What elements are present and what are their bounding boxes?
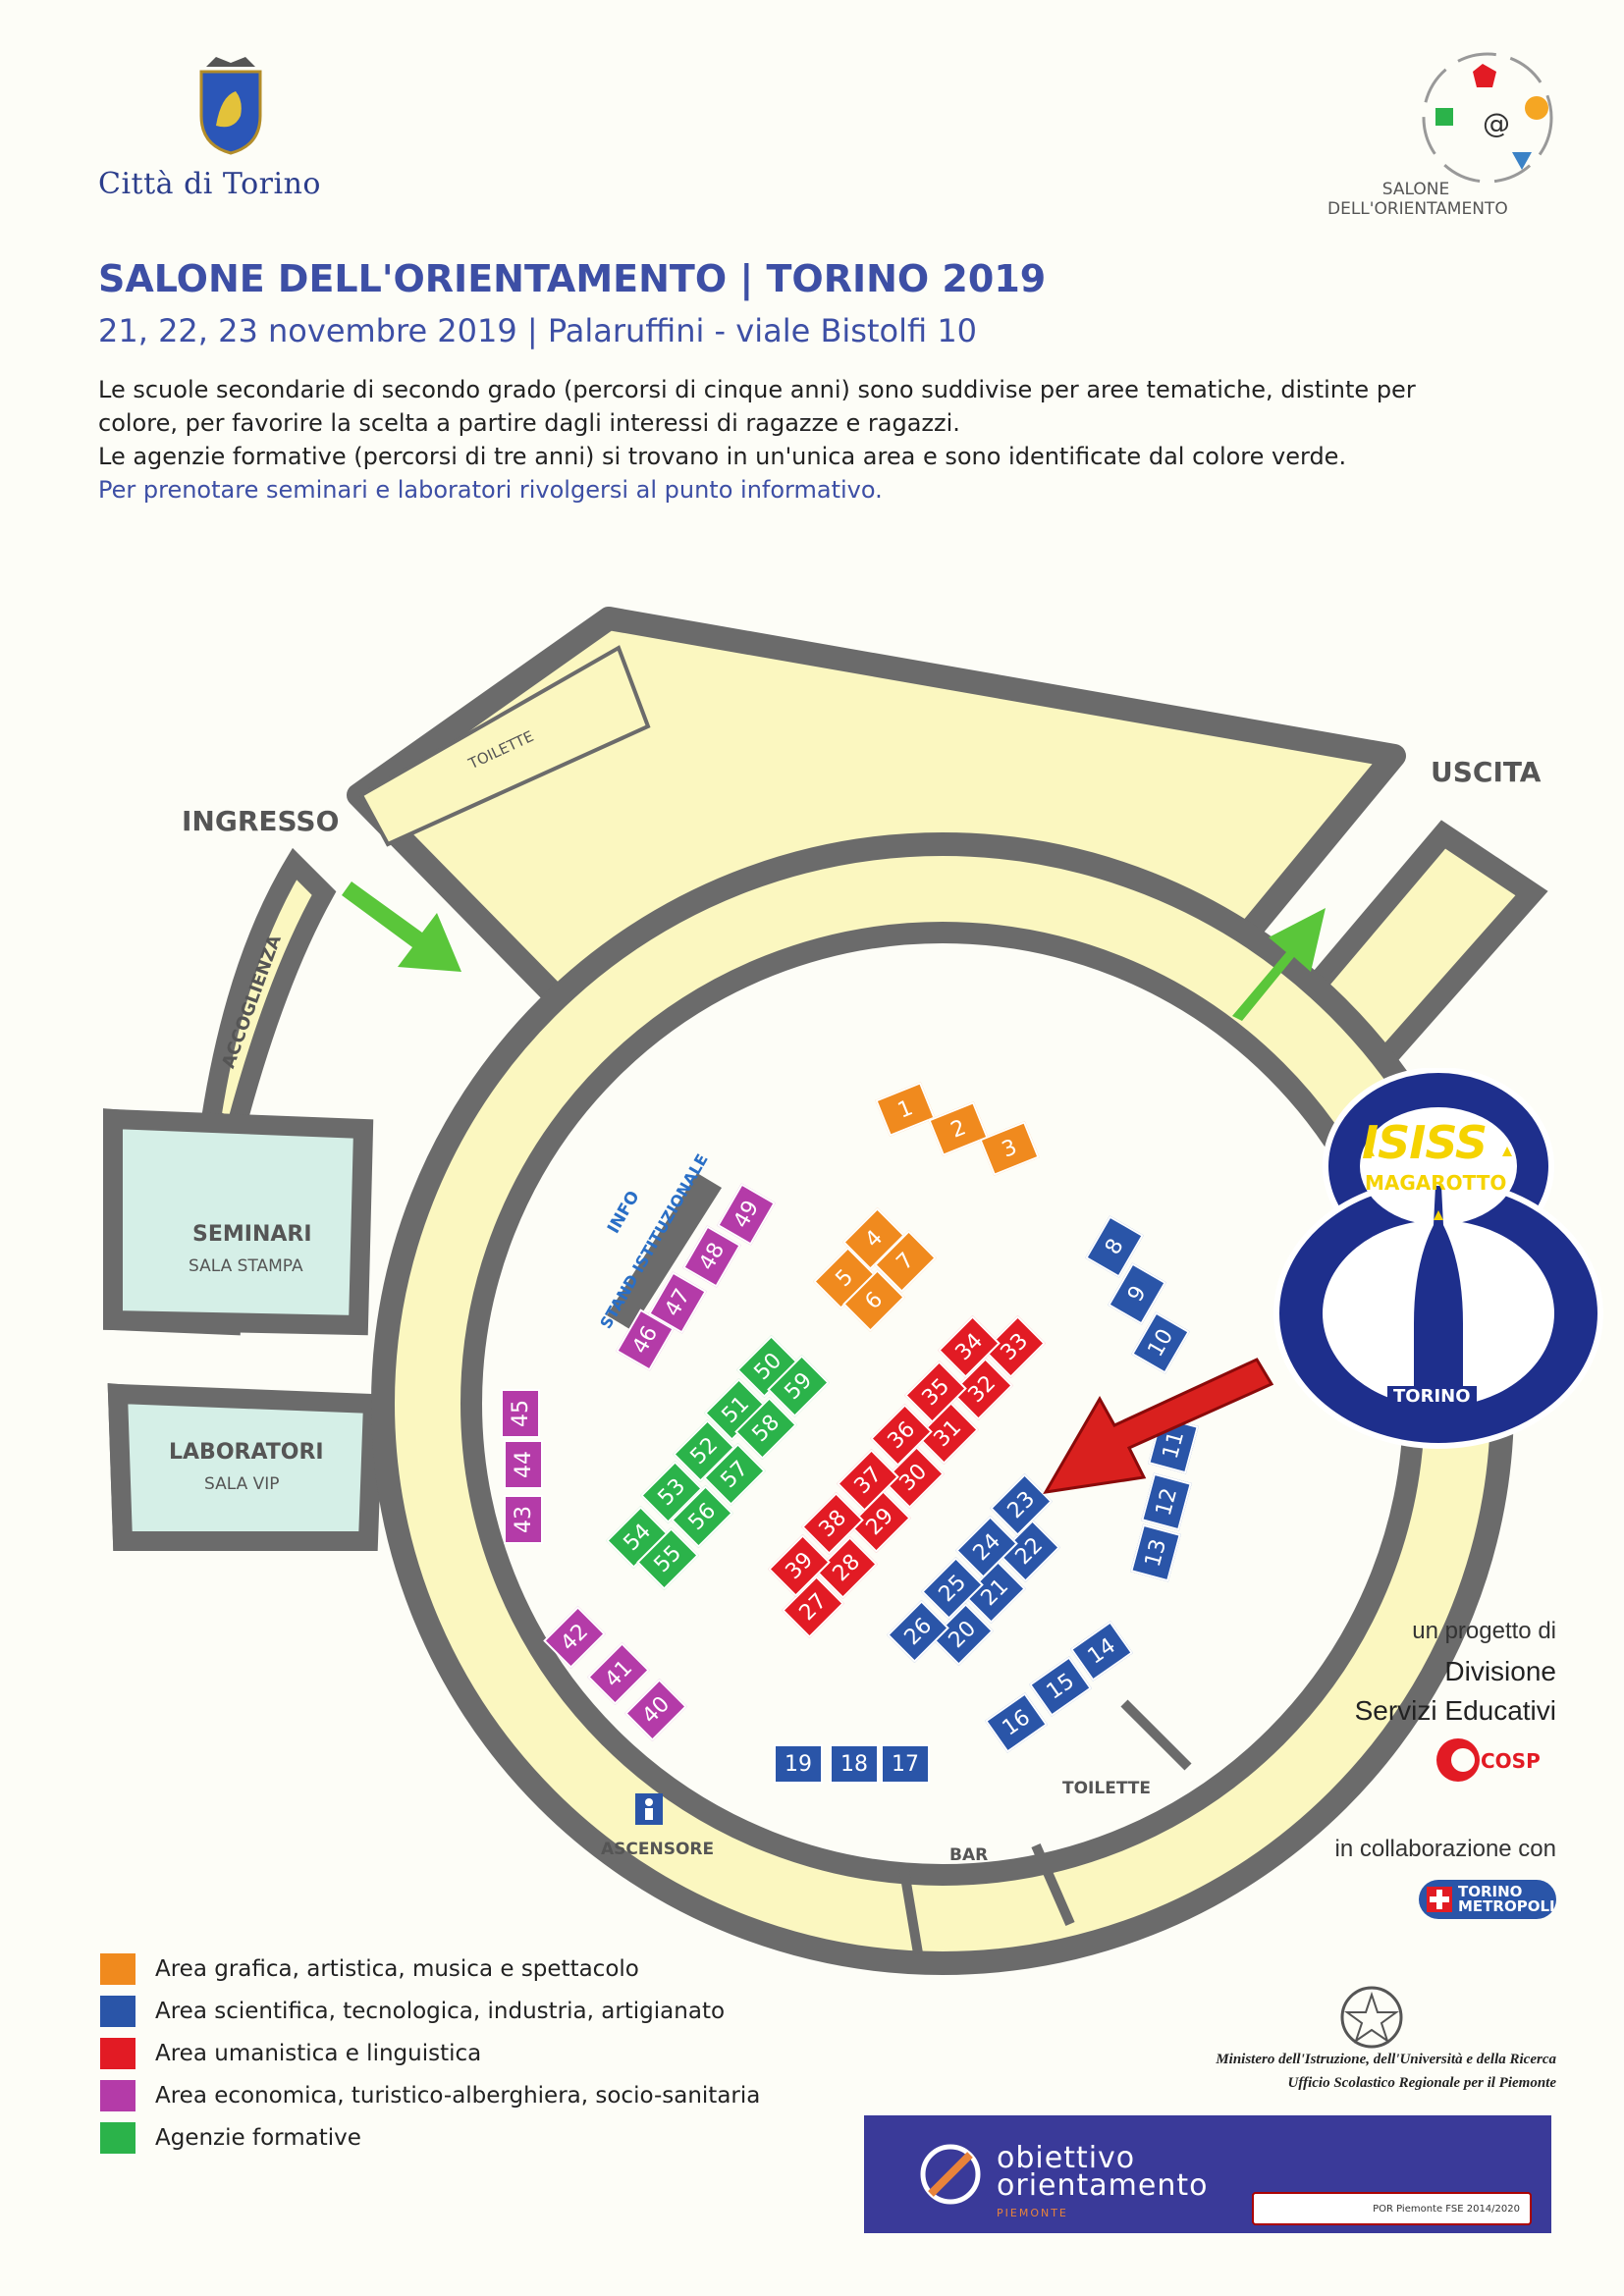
city-name: Città di Torino (98, 167, 321, 201)
magarotto-badge (1273, 1068, 1603, 1449)
credit-ministry-line2: Ufficio Scolastico Regionale per il Piem… (1287, 2075, 1556, 2091)
intro-line-3: Per prenotare seminari e laboratori rivo… (98, 476, 883, 504)
laboratori-room-fill (107, 1383, 384, 1551)
salone-logo-line2: DELL'ORIENTAMENTO (1327, 199, 1508, 219)
sala-stampa-label: SALA STAMPA (189, 1256, 303, 1276)
salone-logo-icon: @ (1422, 52, 1553, 184)
legend-item: Area economica, turistico-alberghiera, s… (100, 2074, 760, 2116)
stand-19: 19 (774, 1744, 823, 1784)
entrance-arrow-icon (342, 881, 461, 972)
salone-logo-text: SALONE DELL'ORIENTAMENTO (1327, 180, 1508, 219)
legend-label: Area grafica, artistica, musica e spetta… (155, 1955, 639, 1982)
stand-istituzionale (607, 1173, 722, 1330)
toilette-bottom-label: TOILETTE (1062, 1779, 1152, 1798)
credit-ministry: Ministero dell'Istruzione, dell'Universi… (1159, 2048, 1556, 2095)
toilette-top-room (358, 645, 651, 847)
entrance-label: INGRESSO (182, 805, 340, 837)
cosp-logo-icon (1436, 1738, 1480, 1782)
intro-text: Le scuole secondarie di secondo grado (p… (98, 373, 1492, 507)
credit-division-line1: Divisione (1444, 1656, 1556, 1686)
credit-project: un progetto di (1412, 1618, 1556, 1644)
page-subtitle: 21, 22, 23 novembre 2019 | Palaruffini -… (98, 312, 978, 349)
accoglienza-room (199, 847, 337, 1143)
laboratori-label: LABORATORI (169, 1440, 324, 1465)
banner-footer: POR Piemonte FSE 2014/2020 (1252, 2192, 1532, 2225)
legend: Area grafica, artistica, musica e spetta… (100, 1948, 760, 2159)
legend-label: Area umanistica e linguistica (155, 2040, 482, 2066)
credit-division-line2: Servizi Educativi (1354, 1695, 1556, 1726)
ascensore-label: ASCENSORE (601, 1840, 715, 1859)
badge-city: TORINO (1387, 1386, 1477, 1407)
legend-label: Area economica, turistico-alberghiera, s… (155, 2082, 761, 2109)
intro-line-2: Le agenzie formative (percorsi di tre an… (98, 443, 1347, 470)
exit-arrow-icon (1232, 908, 1326, 1021)
stand-43: 43 (504, 1495, 543, 1544)
legend-item: Agenzie formative (100, 2116, 760, 2159)
torino-metropoli-logo-icon (1419, 1880, 1556, 1919)
svg-text:@: @ (1483, 107, 1510, 139)
banner-word1: obiettivo (997, 2141, 1136, 2175)
red-pointer-arrow-icon (1043, 1358, 1274, 1494)
banner-word2: orientamento (997, 2168, 1209, 2203)
badge-school: MAGAROTTO (1365, 1171, 1507, 1195)
cosp-label: COSP (1481, 1749, 1541, 1773)
banner-title: obiettivo orientamento (997, 2141, 1209, 2203)
sala-vip-label: SALA VIP (204, 1474, 280, 1494)
legend-swatch (100, 1995, 135, 2027)
legend-item: Area umanistica e linguistica (100, 2032, 760, 2074)
intro-line-1: Le scuole secondarie di secondo grado (p… (98, 376, 1416, 437)
stand-44: 44 (504, 1440, 543, 1489)
page-title: SALONE DELL'ORIENTAMENTO | TORINO 2019 (98, 257, 1047, 300)
credit-division: Divisione Servizi Educativi (1178, 1652, 1556, 1731)
legend-swatch (100, 2079, 135, 2111)
legend-label: Agenzie formative (155, 2124, 361, 2151)
legend-item: Area scientifica, tecnologica, industria… (100, 1990, 760, 2032)
stand-45: 45 (501, 1389, 540, 1438)
torino-coat-of-arms (199, 57, 262, 155)
obiettivo-logo-icon (920, 2144, 981, 2205)
seminari-label: SEMINARI (192, 1222, 312, 1247)
badge-name: ISISS (1362, 1116, 1488, 1169)
credit-ministry-line1: Ministero dell'Istruzione, dell'Universi… (1216, 2052, 1556, 2067)
stand-17: 17 (881, 1744, 930, 1784)
credit-collaboration: in collaborazione con (1334, 1836, 1556, 1862)
exit-label: USCITA (1431, 756, 1542, 788)
legend-swatch (100, 2121, 135, 2154)
legend-label: Area scientifica, tecnologica, industria… (155, 1998, 726, 2024)
legend-item: Area grafica, artistica, musica e spetta… (100, 1948, 760, 1990)
legend-swatch (100, 1952, 135, 1985)
legend-swatch (100, 2037, 135, 2069)
seminari-room-fill (103, 1108, 374, 1336)
bar-label: BAR (949, 1845, 989, 1865)
banner-region: PIEMONTE (997, 2207, 1068, 2219)
salone-logo-line1: SALONE (1381, 180, 1450, 199)
torino-metropoli-label: TORINO METROPOLI (1458, 1883, 1555, 1915)
stand-18: 18 (830, 1744, 879, 1784)
italian-emblem-icon (1340, 1986, 1403, 2049)
